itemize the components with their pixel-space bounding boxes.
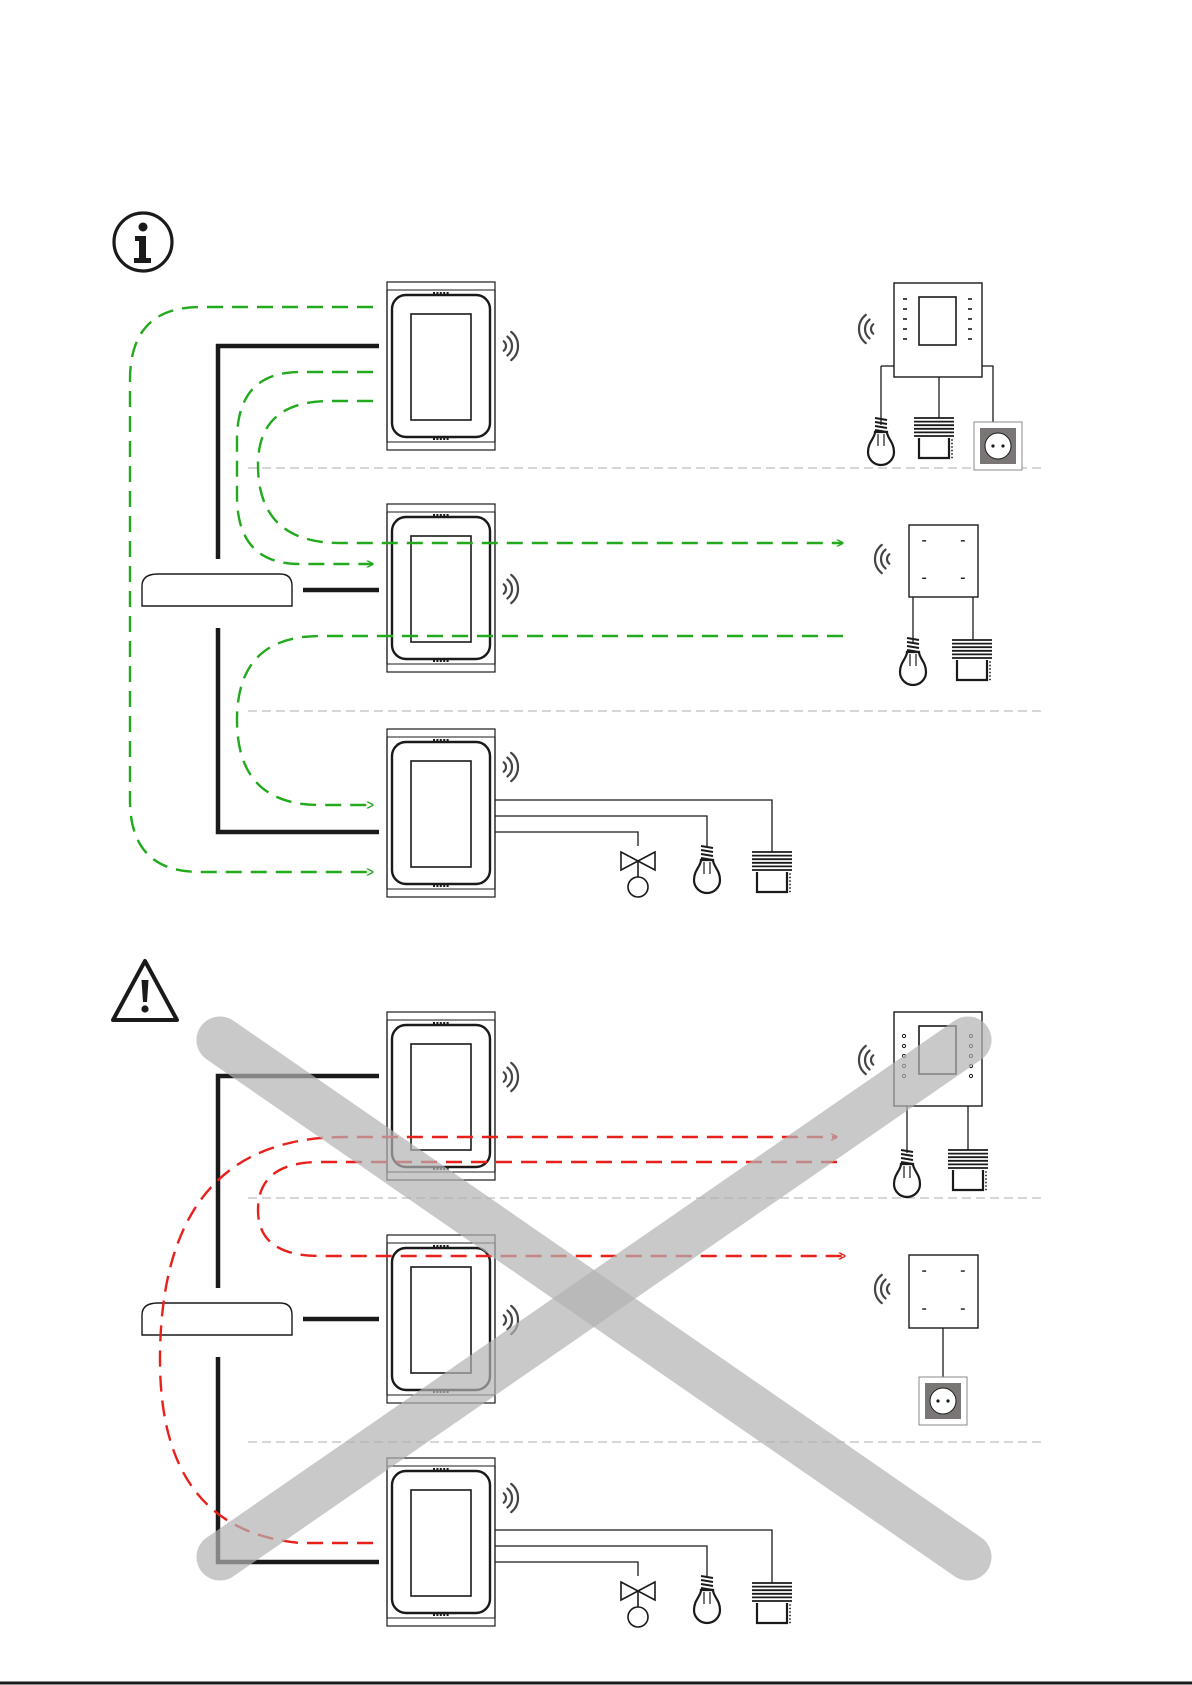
wire-valve bbox=[495, 832, 638, 846]
wireless-waves-icon bbox=[504, 753, 518, 781]
wire-blind bbox=[495, 800, 772, 852]
wireless-waves-icon bbox=[504, 332, 518, 360]
wire-lamp bbox=[495, 816, 707, 846]
info-icon bbox=[114, 213, 172, 271]
wire-valve bbox=[495, 1562, 638, 1576]
bus-cable-lower bbox=[218, 628, 379, 832]
wireless-waves-icon bbox=[504, 1484, 518, 1512]
light-bulb-icon-floor-1 bbox=[894, 1150, 920, 1197]
link-floor-1-to-keypad bbox=[258, 401, 843, 543]
light-bulb-icon-floor-3 bbox=[694, 1576, 720, 1623]
gateway-box-icon bbox=[142, 574, 292, 606]
wireless-waves-icon bbox=[875, 545, 889, 573]
wireless-waves-icon bbox=[504, 1063, 518, 1091]
panel-floor-3 bbox=[387, 1458, 495, 1626]
panel-floor-3 bbox=[387, 729, 495, 897]
wire-blind bbox=[495, 1530, 772, 1583]
room-controller-floor-1 bbox=[894, 283, 982, 377]
wireless-waves-icon bbox=[859, 315, 873, 343]
gateway-box-icon bbox=[142, 1303, 292, 1335]
light-bulb-icon-floor-1 bbox=[868, 418, 894, 465]
blind-icon-floor-3 bbox=[752, 852, 792, 892]
valve-icon-floor-3 bbox=[621, 1582, 655, 1627]
blind-icon-floor-1 bbox=[914, 418, 954, 458]
warning-icon bbox=[113, 961, 177, 1020]
valve-icon-floor-3 bbox=[621, 852, 655, 897]
socket-icon-floor-2 bbox=[919, 1377, 967, 1425]
wire-lamp bbox=[495, 1546, 707, 1576]
keypad-actuator-floor-2 bbox=[909, 1255, 978, 1328]
link-keypad-to-floor-3 bbox=[237, 636, 843, 805]
wire-socket bbox=[982, 366, 993, 430]
blind-icon-floor-2 bbox=[952, 640, 992, 680]
keypad-actuator-floor-2 bbox=[909, 525, 978, 597]
wireless-waves-icon bbox=[859, 1046, 873, 1074]
wireless-waves-icon bbox=[504, 575, 518, 603]
blind-icon-floor-3 bbox=[752, 1583, 792, 1623]
blind-icon-floor-1 bbox=[948, 1150, 988, 1190]
panel-floor-2 bbox=[387, 504, 495, 672]
light-bulb-icon-floor-2 bbox=[900, 638, 926, 685]
bus-cable-upper bbox=[218, 346, 379, 559]
socket-icon-floor-1 bbox=[974, 422, 1022, 470]
wireless-waves-icon bbox=[875, 1275, 889, 1303]
panel-floor-1 bbox=[387, 282, 495, 450]
light-bulb-icon-floor-3 bbox=[694, 846, 720, 893]
